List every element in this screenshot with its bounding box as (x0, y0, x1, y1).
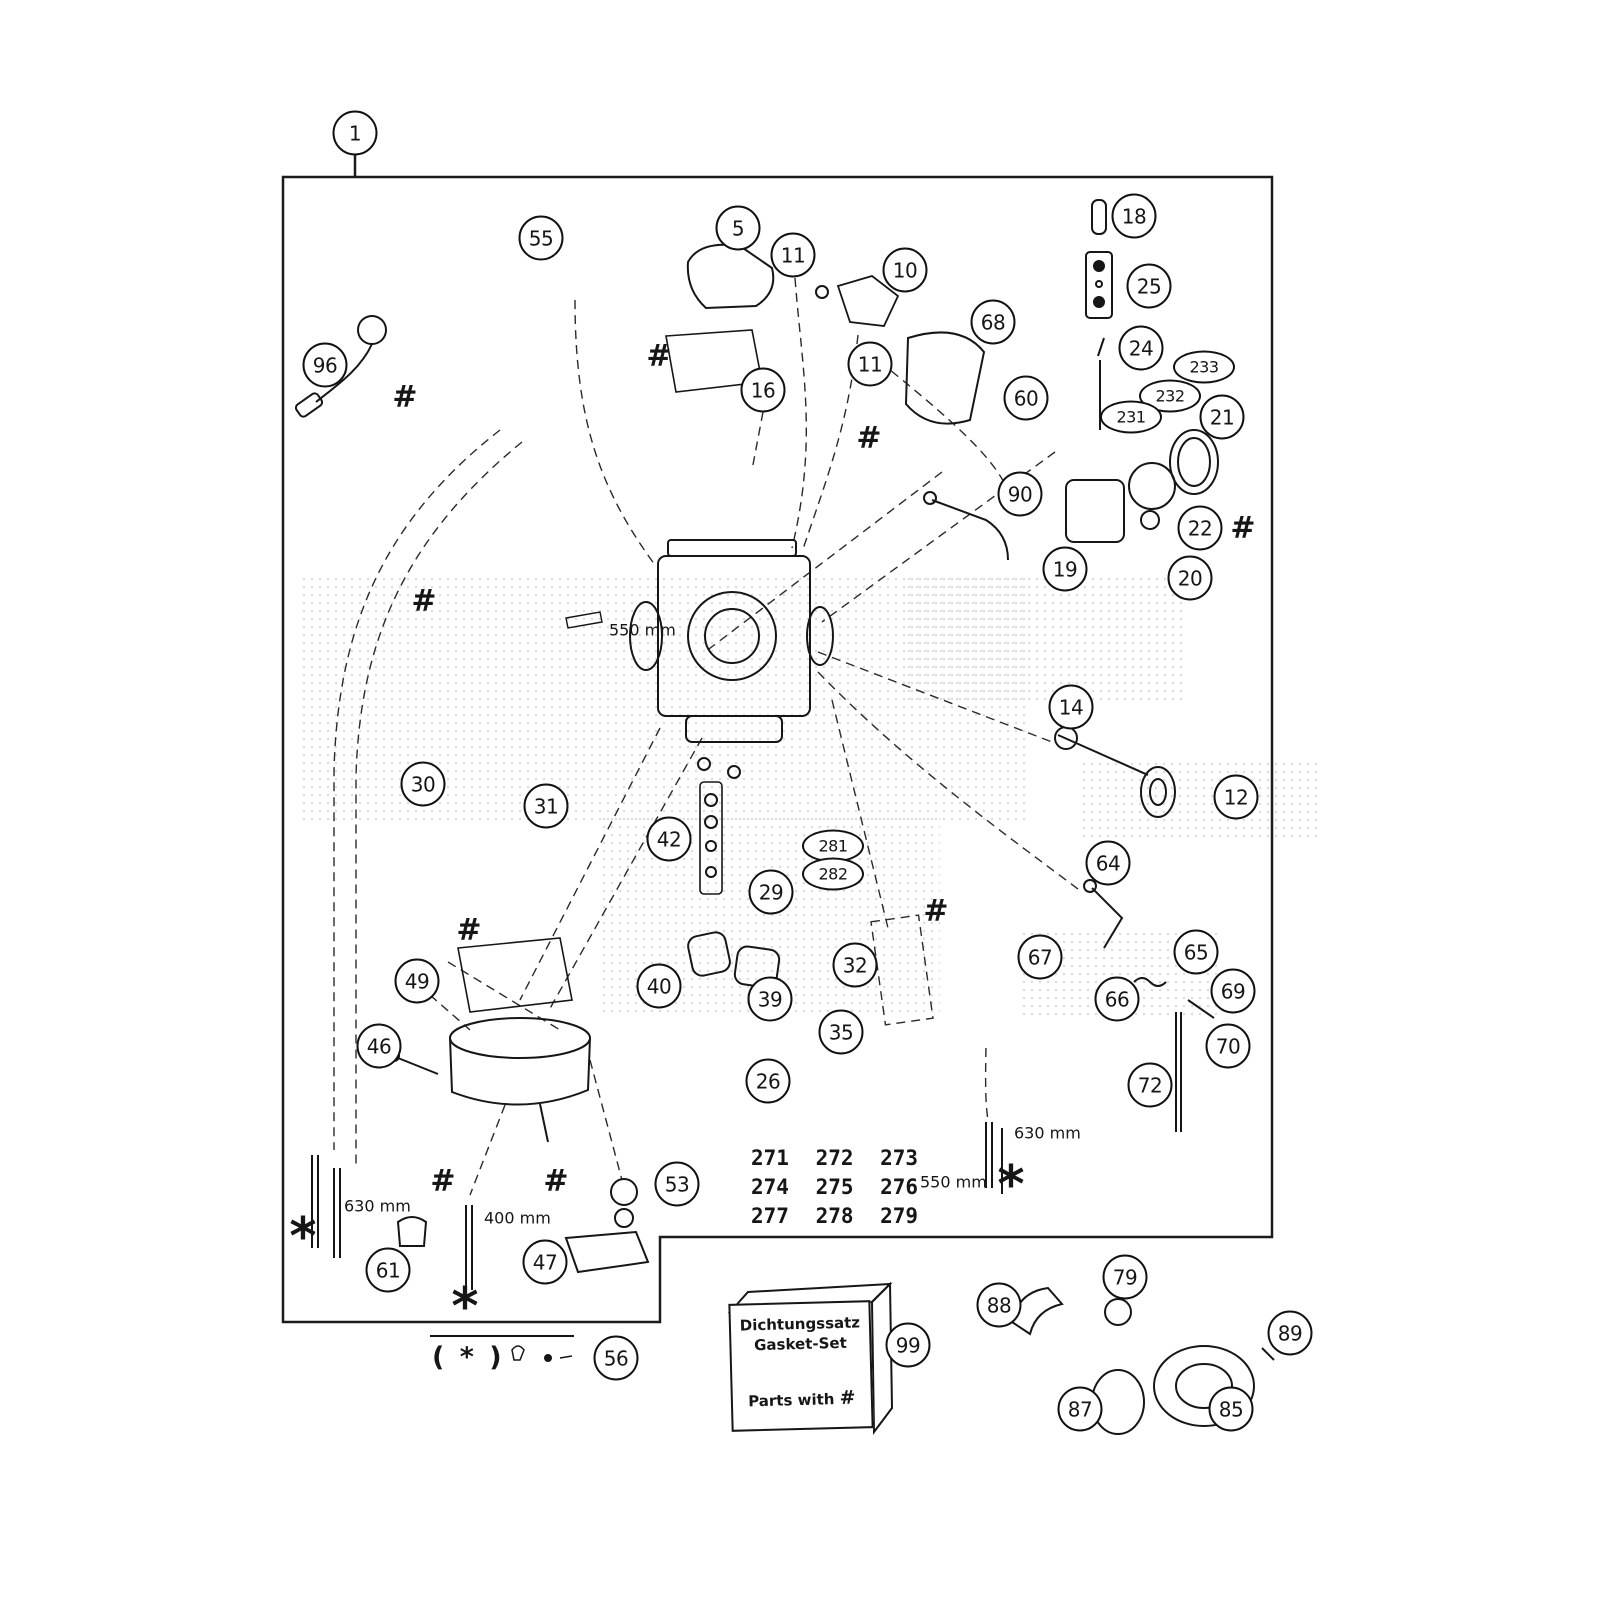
gasket-box-title-en: Gasket-Set (753, 1333, 847, 1355)
halftone-watermark (905, 575, 1185, 705)
gasket-box-note: Parts with # (748, 1387, 856, 1412)
gasket-box-side-face (870, 1281, 894, 1435)
frame-border (281, 153, 1274, 1324)
legend-asterisk-key: ( * ) (432, 1342, 505, 1373)
carburetor-parts-drawing (294, 199, 1275, 1435)
gasket-box-hash-symbol: # (839, 1386, 856, 1409)
dashed-leader-lines (333, 277, 1083, 1196)
gasket-set-box: Dichtungssatz Gasket-Set Parts with # (728, 1300, 874, 1432)
gasket-box-note-text: Parts with (747, 1390, 835, 1411)
halftone-watermark (1080, 760, 1320, 840)
